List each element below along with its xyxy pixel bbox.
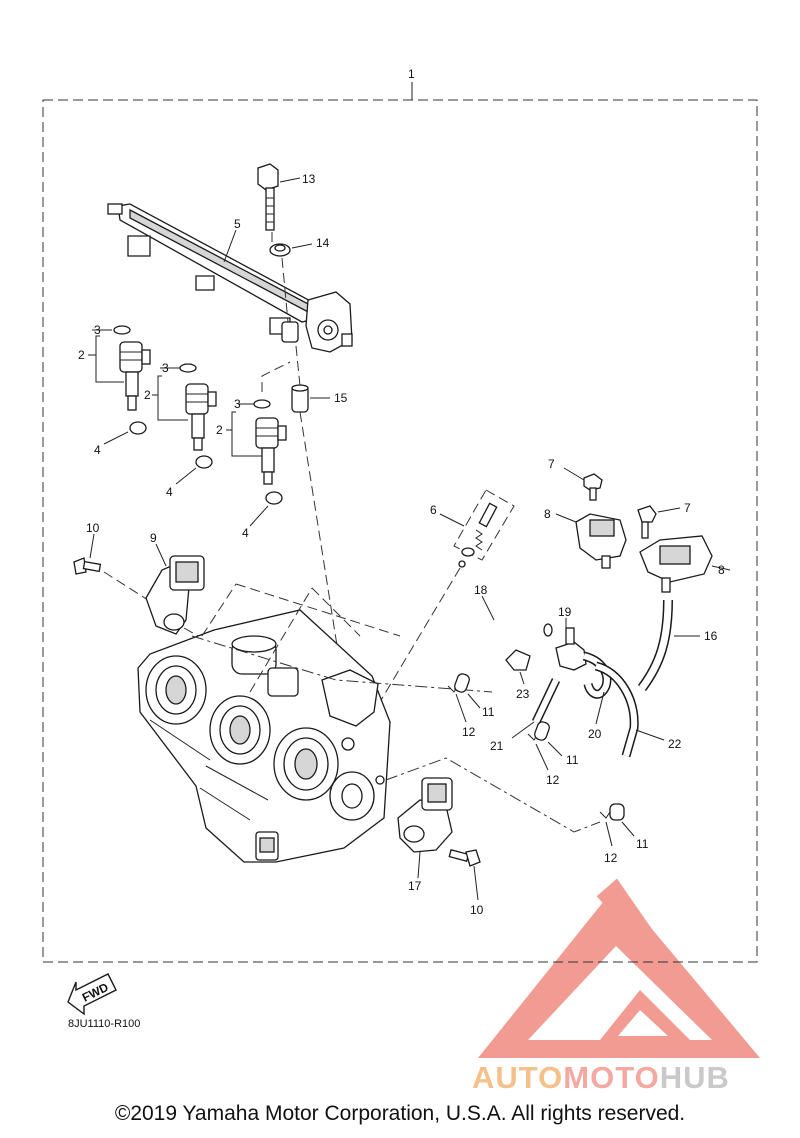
callout-2: 2 xyxy=(78,348,85,362)
throttle-position-sensor-icon xyxy=(145,555,205,635)
hose-joint-icon xyxy=(555,627,587,671)
pressure-sensor-icon xyxy=(639,535,713,593)
watermark-logo-icon xyxy=(478,878,760,1058)
callout-5: 5 xyxy=(234,217,241,231)
seal-icon xyxy=(129,421,147,435)
callout-20: 20 xyxy=(588,727,602,741)
hose-icon xyxy=(594,661,639,758)
callout-3: 3 xyxy=(94,323,101,337)
callout-11: 11 xyxy=(482,705,495,719)
assembly-group-border xyxy=(42,99,758,963)
cap-icon xyxy=(534,721,550,741)
callout-16: 16 xyxy=(704,629,718,643)
valve-spring-icon xyxy=(458,502,498,568)
callout-12: 12 xyxy=(546,773,560,787)
hose-icon xyxy=(531,678,561,724)
callout-4: 4 xyxy=(94,443,101,457)
callout-21: 21 xyxy=(490,739,504,753)
callout-1: 1 xyxy=(408,67,415,81)
callout-7: 7 xyxy=(548,457,555,471)
hose-icon xyxy=(637,599,673,691)
screw-icon xyxy=(583,473,603,501)
callout-10: 10 xyxy=(470,903,484,917)
fuel-rail-icon xyxy=(107,203,353,353)
callout-9: 9 xyxy=(150,531,157,545)
callout-10: 10 xyxy=(86,521,100,535)
clip-icon xyxy=(599,811,611,819)
fwd-arrow-icon: FWD xyxy=(67,973,117,1016)
callout-2: 2 xyxy=(216,423,223,437)
callout-6: 6 xyxy=(430,503,437,517)
callout-22: 22 xyxy=(668,737,682,751)
callout-4: 4 xyxy=(166,485,173,499)
callout-17: 17 xyxy=(408,879,422,893)
collar-icon xyxy=(291,384,309,413)
watermark-text: AUTOMOTOHUB xyxy=(472,1060,730,1096)
callout-14: 14 xyxy=(316,236,330,250)
injector-icon xyxy=(255,417,287,485)
throttle-sensor-icon xyxy=(397,777,453,853)
callout-7: 7 xyxy=(684,501,691,515)
cap-icon xyxy=(454,673,470,693)
valve-set-box xyxy=(453,489,515,561)
callout-3: 3 xyxy=(162,361,169,375)
callout-19: 19 xyxy=(558,605,572,619)
callout-8: 8 xyxy=(718,563,725,577)
seal-icon xyxy=(265,491,283,505)
bolt-icon xyxy=(257,163,279,231)
callout-8: 8 xyxy=(544,507,551,521)
cap-icon xyxy=(609,803,625,821)
pressure-sensor-icon xyxy=(575,513,627,569)
callout-13: 13 xyxy=(302,172,316,186)
callout-4: 4 xyxy=(242,526,249,540)
o-ring-icon xyxy=(253,399,271,409)
bolt-icon xyxy=(448,848,481,867)
callout-12: 12 xyxy=(604,851,618,865)
watermark-word-auto: AUTO xyxy=(472,1060,564,1095)
watermark-word-hub: HUB xyxy=(659,1060,730,1095)
hose-icon xyxy=(582,651,612,699)
callout-3: 3 xyxy=(234,397,241,411)
callout-12: 12 xyxy=(462,725,476,739)
callout-18: 18 xyxy=(474,583,488,597)
callout-15: 15 xyxy=(334,391,348,405)
callout-11: 11 xyxy=(636,837,649,851)
callout-23: 23 xyxy=(516,687,530,701)
hose-icon xyxy=(453,618,553,664)
copyright-notice: ©2019 Yamaha Motor Corporation, U.S.A. A… xyxy=(114,1102,686,1125)
screw-icon xyxy=(637,505,657,539)
injector-icon xyxy=(119,341,151,411)
diagram-part-code: 8JU1110-R100 xyxy=(68,1018,141,1030)
washer-icon xyxy=(269,243,291,257)
callout-2: 2 xyxy=(144,388,151,402)
callout-11: 11 xyxy=(566,753,579,767)
connector-icon xyxy=(505,649,531,671)
injector-icon xyxy=(185,383,217,451)
o-ring-icon xyxy=(179,363,197,373)
o-ring-icon xyxy=(113,325,131,335)
bolt-icon xyxy=(73,557,102,575)
throttle-body-icon xyxy=(137,609,391,863)
seal-icon xyxy=(195,455,213,469)
watermark-word-moto: MOTO xyxy=(563,1060,660,1095)
